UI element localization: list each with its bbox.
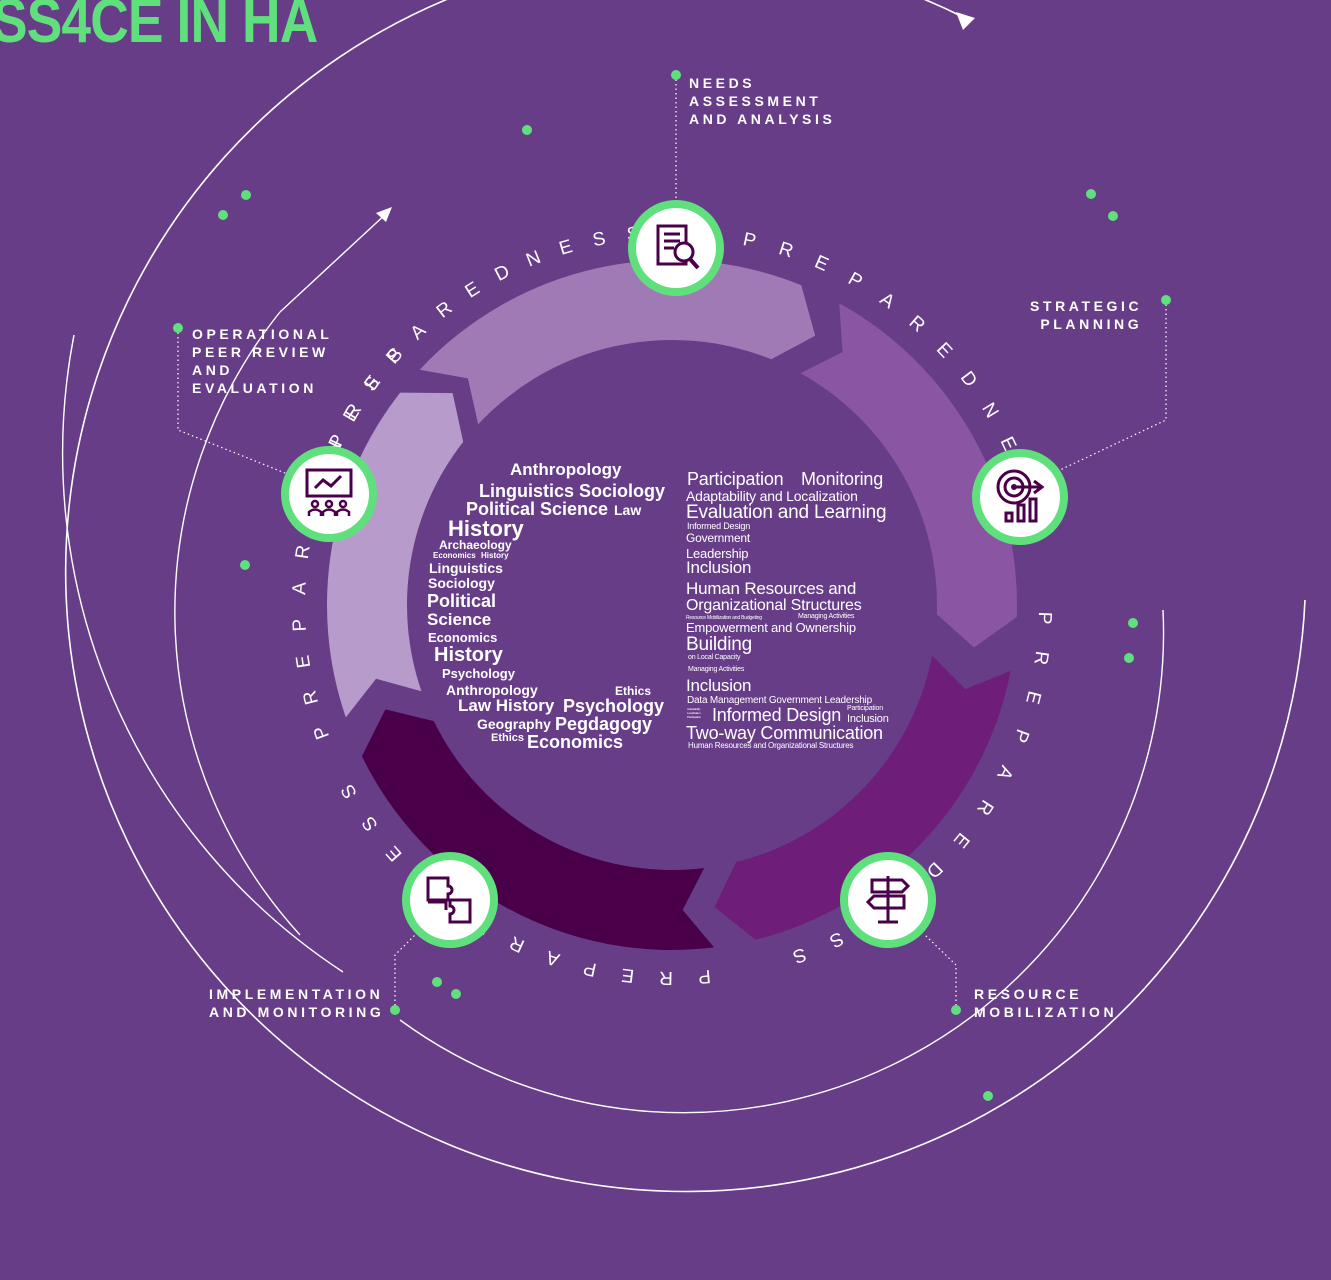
- puzzle-icon: [426, 876, 472, 924]
- left-medium-arc-upper: [279, 211, 389, 313]
- cloud-word: History: [448, 516, 524, 541]
- cloud-word: Ethics: [615, 684, 652, 698]
- ring-letter: E: [292, 654, 315, 670]
- cloud-word: Data Management Government Leadership: [687, 695, 872, 706]
- cloud-word: Inclusion: [686, 558, 752, 577]
- cloud-word: Participation: [687, 715, 701, 719]
- target-chart-icon: [996, 469, 1045, 523]
- cloud-word: Two-way Communication: [686, 723, 883, 743]
- bottom-medium-arc: [399, 609, 1165, 1114]
- cloud-word: Participation: [847, 705, 883, 712]
- cloud-word: Linguistics Sociology: [479, 481, 666, 501]
- cloud-word: Ethics: [491, 732, 525, 744]
- cloud-word: Building: [686, 634, 753, 655]
- cloud-word: Resource Mobilization and Budgeting: [686, 615, 762, 621]
- outer-cycle-arrow: [64, 0, 1306, 1193]
- cloud-word: Sociology: [428, 575, 495, 591]
- ring-letter: R: [776, 238, 796, 262]
- stage-node-implementation: [402, 852, 498, 948]
- cloud-word: Political: [427, 591, 497, 611]
- cloud-word: Localization: [687, 711, 701, 715]
- stage-node-strategic: [972, 449, 1068, 545]
- cloud-word: Geography: [477, 716, 551, 732]
- ring-letter: E: [557, 236, 575, 260]
- cloud-word: Political Science: [466, 499, 609, 519]
- ring-letter: E: [1021, 689, 1044, 707]
- segment-implementation: [361, 709, 715, 950]
- cloud-word: Archaeology: [439, 538, 512, 552]
- cloud-word: Economics: [428, 630, 498, 645]
- ring-letter: R: [292, 544, 315, 561]
- cloud-word: Informed Design: [712, 705, 842, 725]
- ring-letter: S: [591, 228, 608, 251]
- cloud-word: History: [481, 551, 509, 560]
- cloud-word: Empowerment and Ownership: [686, 620, 856, 635]
- stage-node-operational: [281, 446, 377, 542]
- cloud-word: History: [434, 644, 503, 666]
- segment-needs: [419, 260, 816, 425]
- ring-letter: E: [620, 964, 635, 986]
- cloud-word: Informed Design: [687, 521, 751, 531]
- stage-node-needs: [628, 200, 724, 296]
- leader-lines: [177, 75, 1167, 1010]
- ring-segments: [327, 260, 1018, 950]
- cloud-word: Pegdagogy: [555, 714, 653, 734]
- cloud-word: Inclusion: [847, 713, 889, 725]
- ring-letter: P: [697, 965, 711, 987]
- cloud-word: Psychology: [563, 696, 665, 716]
- signpost-icon: [865, 876, 911, 924]
- segment-strategic: [800, 303, 1018, 648]
- cloud-word: Science: [427, 610, 492, 629]
- ring-letter: R: [299, 688, 323, 707]
- cloud-word: Law: [614, 502, 642, 518]
- decorative-dots: [173, 70, 1171, 1101]
- ring-letter: P: [581, 957, 598, 980]
- cloud-word: Leadership: [686, 546, 749, 561]
- cloud-word: Law History: [458, 696, 555, 715]
- cloud-word: Adaptability and Localization: [686, 488, 858, 504]
- cloud-word: Evaluation and Learning: [686, 502, 887, 523]
- left-arc-arrowhead: [376, 207, 392, 222]
- page-title: SS4CE IN HA: [0, 0, 318, 56]
- cloud-word: Anthropology: [510, 460, 622, 479]
- cloud-word: Economics: [527, 732, 624, 752]
- stage-node-resource: [840, 852, 936, 948]
- cloud-word: Linguistics: [429, 560, 503, 576]
- cloud-word: Participation: [687, 469, 784, 489]
- ring-letter: P: [289, 618, 311, 632]
- cloud-word: on Local Capacity: [688, 654, 741, 661]
- cloud-word: Inclusion: [686, 676, 752, 695]
- cloud-word: Adaptability: [687, 707, 701, 711]
- left-outer-arc: [61, 334, 344, 973]
- cloud-word: Organizational Structures: [686, 597, 862, 614]
- ring-letter: P: [741, 229, 758, 252]
- ring-letter: R: [659, 967, 673, 988]
- cloud-word: Human Resources and: [686, 579, 857, 598]
- segment-resource: [714, 655, 1011, 940]
- cloud-word: Managing Activities: [688, 666, 745, 673]
- cloud-word: Psychology: [442, 666, 515, 681]
- cloud-word: Monitoring: [801, 469, 884, 489]
- ring-letter: A: [289, 581, 311, 595]
- ring-letter: R: [1029, 650, 1052, 667]
- cloud-word: Anthropology: [446, 682, 538, 698]
- cloud-word: Human Resources and Organizational Struc…: [688, 741, 854, 750]
- cloud-word: Economics: [433, 551, 476, 560]
- document-magnifier-icon: [656, 224, 700, 270]
- cloud-word: Managing Activities: [798, 613, 855, 620]
- presentation-icon: [305, 468, 353, 516]
- left-medium-arc: [174, 311, 301, 936]
- ring-letter: P: [1034, 611, 1055, 624]
- outer-cycle-arrowhead: [956, 12, 975, 30]
- cloud-word: Government: [686, 531, 751, 545]
